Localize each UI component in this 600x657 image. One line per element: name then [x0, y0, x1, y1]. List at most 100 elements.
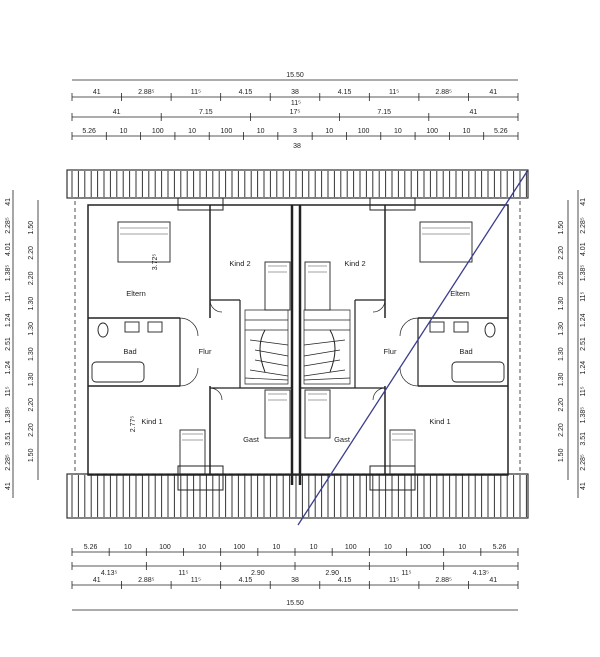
top-dimensions	[72, 79, 518, 137]
dim-label: 1.30	[558, 347, 565, 361]
dim-label: 4.13⁵	[473, 570, 490, 577]
staircase-right	[303, 309, 351, 385]
dim-label: 1.30	[28, 322, 35, 336]
room-flur-right: Flur	[384, 347, 397, 356]
dim-label: 11⁵	[5, 386, 12, 396]
dim-label: 11⁵	[191, 89, 201, 96]
dim-bottom-overall: 15.50	[286, 600, 304, 607]
room-bad-right: Bad	[459, 347, 472, 356]
dim-label: 5.26	[493, 544, 507, 551]
dim-label: 4.15	[239, 577, 253, 584]
dim-label: 10	[458, 544, 466, 551]
dim-label: 1.30	[28, 373, 35, 387]
dim-label: 2.51	[5, 337, 12, 351]
dim-label: 11⁵	[389, 577, 399, 584]
dim-room-eltern: 3.72⁵	[152, 254, 159, 271]
dim-label: 41	[489, 577, 497, 584]
diagonal-line	[297, 169, 529, 526]
roof-top	[66, 169, 529, 199]
dim-label: 7.15	[377, 109, 391, 116]
dim-label: 2.20	[558, 271, 565, 285]
dim-label: 1.24	[580, 361, 587, 375]
room-kind1-left: Kind 1	[141, 417, 162, 426]
dim-label: 5.26	[84, 544, 98, 551]
dim-label: 10	[273, 544, 281, 551]
dim-top-small: 11⁵	[291, 100, 301, 107]
dim-label: 5.26	[82, 128, 96, 135]
dim-label: 2.20	[28, 423, 35, 437]
dim-label: 4.15	[239, 89, 253, 96]
dim-label: 11⁵	[401, 570, 411, 577]
dim-label: 41	[93, 577, 101, 584]
dim-label: 38	[291, 89, 299, 96]
dim-label: 10	[394, 128, 402, 135]
dim-label: 4.13⁵	[101, 570, 118, 577]
dim-label: 2.20	[28, 246, 35, 260]
dim-label: 41	[5, 198, 12, 206]
dim-label: 1.24	[5, 313, 12, 327]
dim-label: 41	[489, 89, 497, 96]
roof-bottom	[66, 473, 529, 519]
beds	[117, 221, 473, 475]
dim-label: 2.90	[325, 570, 339, 577]
dim-label: 7.15	[199, 109, 213, 116]
dim-inner-left: 1.502.202.201.301.301.301.302.202.201.50	[28, 221, 35, 462]
dim-label: 1.38⁵	[5, 265, 12, 282]
bath-fixtures	[91, 321, 505, 383]
dim-label: 1.38⁵	[580, 407, 587, 424]
dim-label: 2.28⁵	[580, 454, 587, 471]
dim-label: 2.28⁵	[580, 217, 587, 234]
dim-label: 41	[580, 198, 587, 206]
dim-label: 10	[384, 544, 392, 551]
dim-label: 10	[124, 544, 132, 551]
dim-label: 100	[345, 544, 357, 551]
dim-label: 1.30	[28, 297, 35, 311]
dim-label: 1.38⁵	[580, 265, 587, 282]
dim-label: 11⁵	[580, 386, 587, 396]
dim-label: 5.26	[494, 128, 508, 135]
dim-label: 10	[310, 544, 318, 551]
dim-label: 100	[233, 544, 245, 551]
dim-label: 10	[120, 128, 128, 135]
room-flur-left: Flur	[199, 347, 212, 356]
dim-label: 10	[257, 128, 265, 135]
dim-label: 41	[470, 109, 478, 116]
room-eltern-right: Eltern	[450, 289, 470, 298]
bed-hatching	[120, 227, 470, 441]
dim-label: 100	[358, 128, 370, 135]
building-outline	[74, 197, 521, 491]
dim-label: 2.20	[28, 271, 35, 285]
dim-label: 11⁵	[191, 577, 201, 584]
dim-label: 100	[152, 128, 164, 135]
dim-room-kind1: 2.77⁵	[130, 416, 137, 433]
room-eltern-left: Eltern	[126, 289, 146, 298]
room-kind1-right: Kind 1	[429, 417, 450, 426]
dim-label: 2.88⁵	[435, 577, 452, 584]
dim-label: 10	[198, 544, 206, 551]
dim-label: 2.90	[251, 570, 265, 577]
dim-label: 2.20	[558, 246, 565, 260]
dim-label: 3.51	[5, 432, 12, 446]
dim-label: 2.88⁵	[138, 577, 155, 584]
dim-label: 100	[426, 128, 438, 135]
dim-inner-right: 1.502.202.201.301.301.301.302.202.201.50	[558, 221, 565, 462]
dim-label: 10	[463, 128, 471, 135]
dim-label: 2.88⁵	[138, 89, 155, 96]
side-dimension-lines	[12, 190, 579, 498]
dim-label: 41	[5, 482, 12, 490]
dim-label: 11⁵	[178, 570, 188, 577]
room-gast-right: Gast	[334, 435, 351, 444]
dim-label: 10	[188, 128, 196, 135]
dim-label: 2.28⁵	[5, 454, 12, 471]
room-bad-left: Bad	[123, 347, 136, 356]
dim-label: 2.20	[558, 398, 565, 412]
dim-label: 2.51	[580, 337, 587, 351]
staircase-left	[244, 309, 289, 385]
dim-label: 2.88⁵	[435, 89, 452, 96]
dim-label: 4.01	[580, 242, 587, 256]
